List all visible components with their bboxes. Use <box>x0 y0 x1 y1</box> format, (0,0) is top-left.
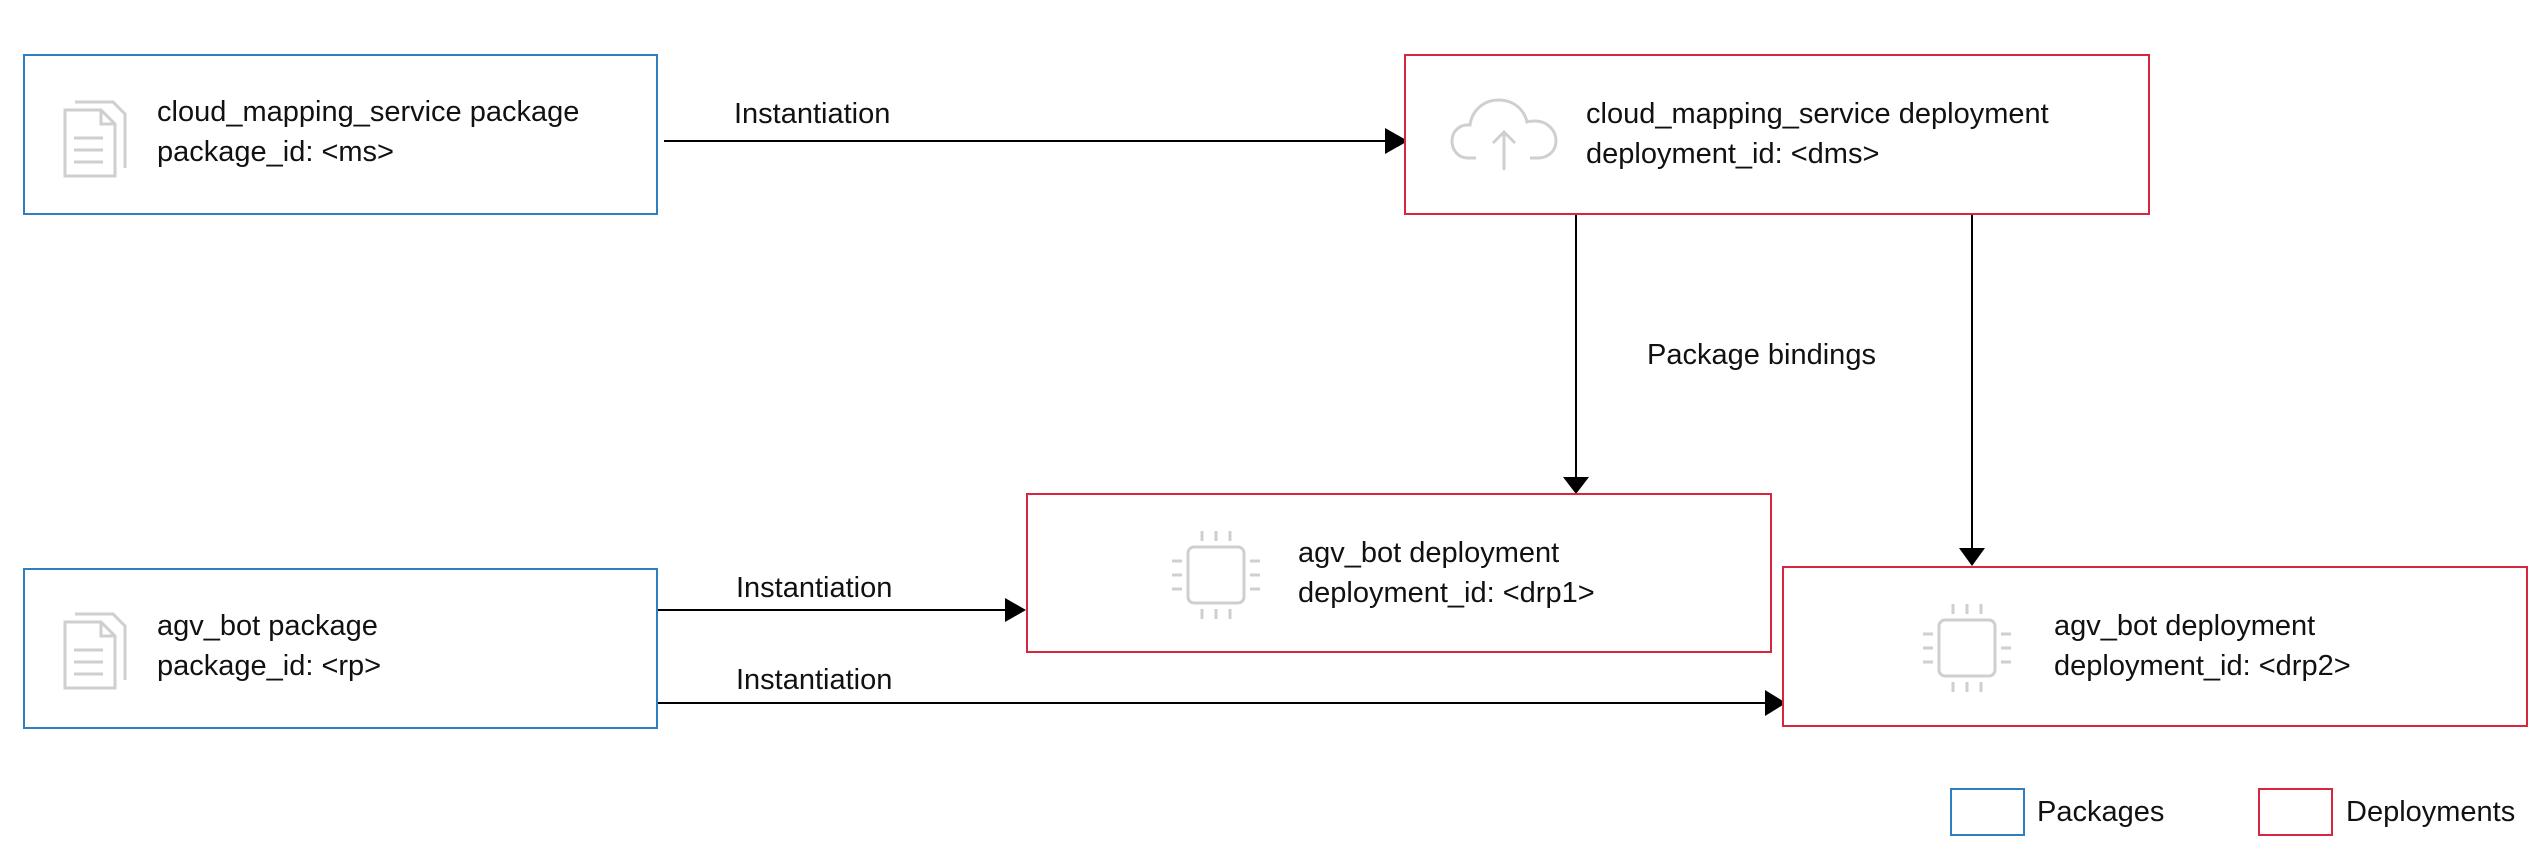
node-cms-package-text: cloud_mapping_service package package_id… <box>157 92 579 172</box>
node-agv-deployment-2: agv_bot deployment deployment_id: <drp2> <box>1782 566 2528 727</box>
node-cms-package-name: cloud_mapping_service package <box>157 96 580 128</box>
node-cms-deployment: cloud_mapping_service deployment deploym… <box>1404 54 2150 215</box>
label-cms-instantiation: Instantiation <box>734 98 891 130</box>
node-cms-package-id: package_id: <ms> <box>157 136 394 168</box>
arrowhead-agv-instantiation-2 <box>1765 690 1786 716</box>
arrowhead-binding-drp2 <box>1959 548 1985 566</box>
node-agv-deployment-2-name: agv_bot deployment <box>2054 610 2316 642</box>
node-cms-deployment-id: deployment_id: <dms> <box>1586 138 1880 170</box>
document-icon <box>63 100 127 178</box>
node-cms-deployment-name: cloud_mapping_service deployment <box>1586 98 2049 130</box>
arrowhead-binding-drp1 <box>1563 477 1589 494</box>
chip-icon <box>1172 531 1260 619</box>
cloud-upload-icon <box>1450 98 1558 170</box>
chip-icon <box>1923 604 2011 692</box>
node-agv-package: agv_bot package package_id: <rp> <box>23 568 658 729</box>
label-agv-instantiation-2: Instantiation <box>736 664 893 696</box>
node-agv-package-text: agv_bot package package_id: <rp> <box>157 606 381 686</box>
legend-label-packages: Packages <box>2037 796 2165 828</box>
document-icon <box>63 612 127 690</box>
label-package-bindings: Package bindings <box>1647 339 1876 371</box>
arrowhead-cms-instantiation <box>1385 128 1408 154</box>
legend-swatch-packages <box>1950 788 2025 836</box>
node-agv-deployment-1-id: deployment_id: <drp1> <box>1298 577 1595 609</box>
legend-label-deployments: Deployments <box>2346 796 2516 828</box>
node-cms-deployment-text: cloud_mapping_service deployment deploym… <box>1586 94 2049 174</box>
legend-swatch-deployments <box>2258 788 2333 836</box>
node-cms-package: cloud_mapping_service package package_id… <box>23 54 658 215</box>
label-agv-instantiation-1: Instantiation <box>736 572 893 604</box>
node-agv-deployment-2-text: agv_bot deployment deployment_id: <drp2> <box>2054 606 2351 686</box>
node-agv-deployment-2-id: deployment_id: <drp2> <box>2054 650 2351 682</box>
node-agv-deployment-1: agv_bot deployment deployment_id: <drp1> <box>1026 493 1772 653</box>
node-agv-package-id: package_id: <rp> <box>157 650 382 682</box>
node-agv-deployment-1-name: agv_bot deployment <box>1298 537 1560 569</box>
arrowhead-agv-instantiation-1 <box>1005 598 1026 622</box>
node-agv-deployment-1-text: agv_bot deployment deployment_id: <drp1> <box>1298 533 1595 613</box>
node-agv-package-name: agv_bot package <box>157 610 378 642</box>
